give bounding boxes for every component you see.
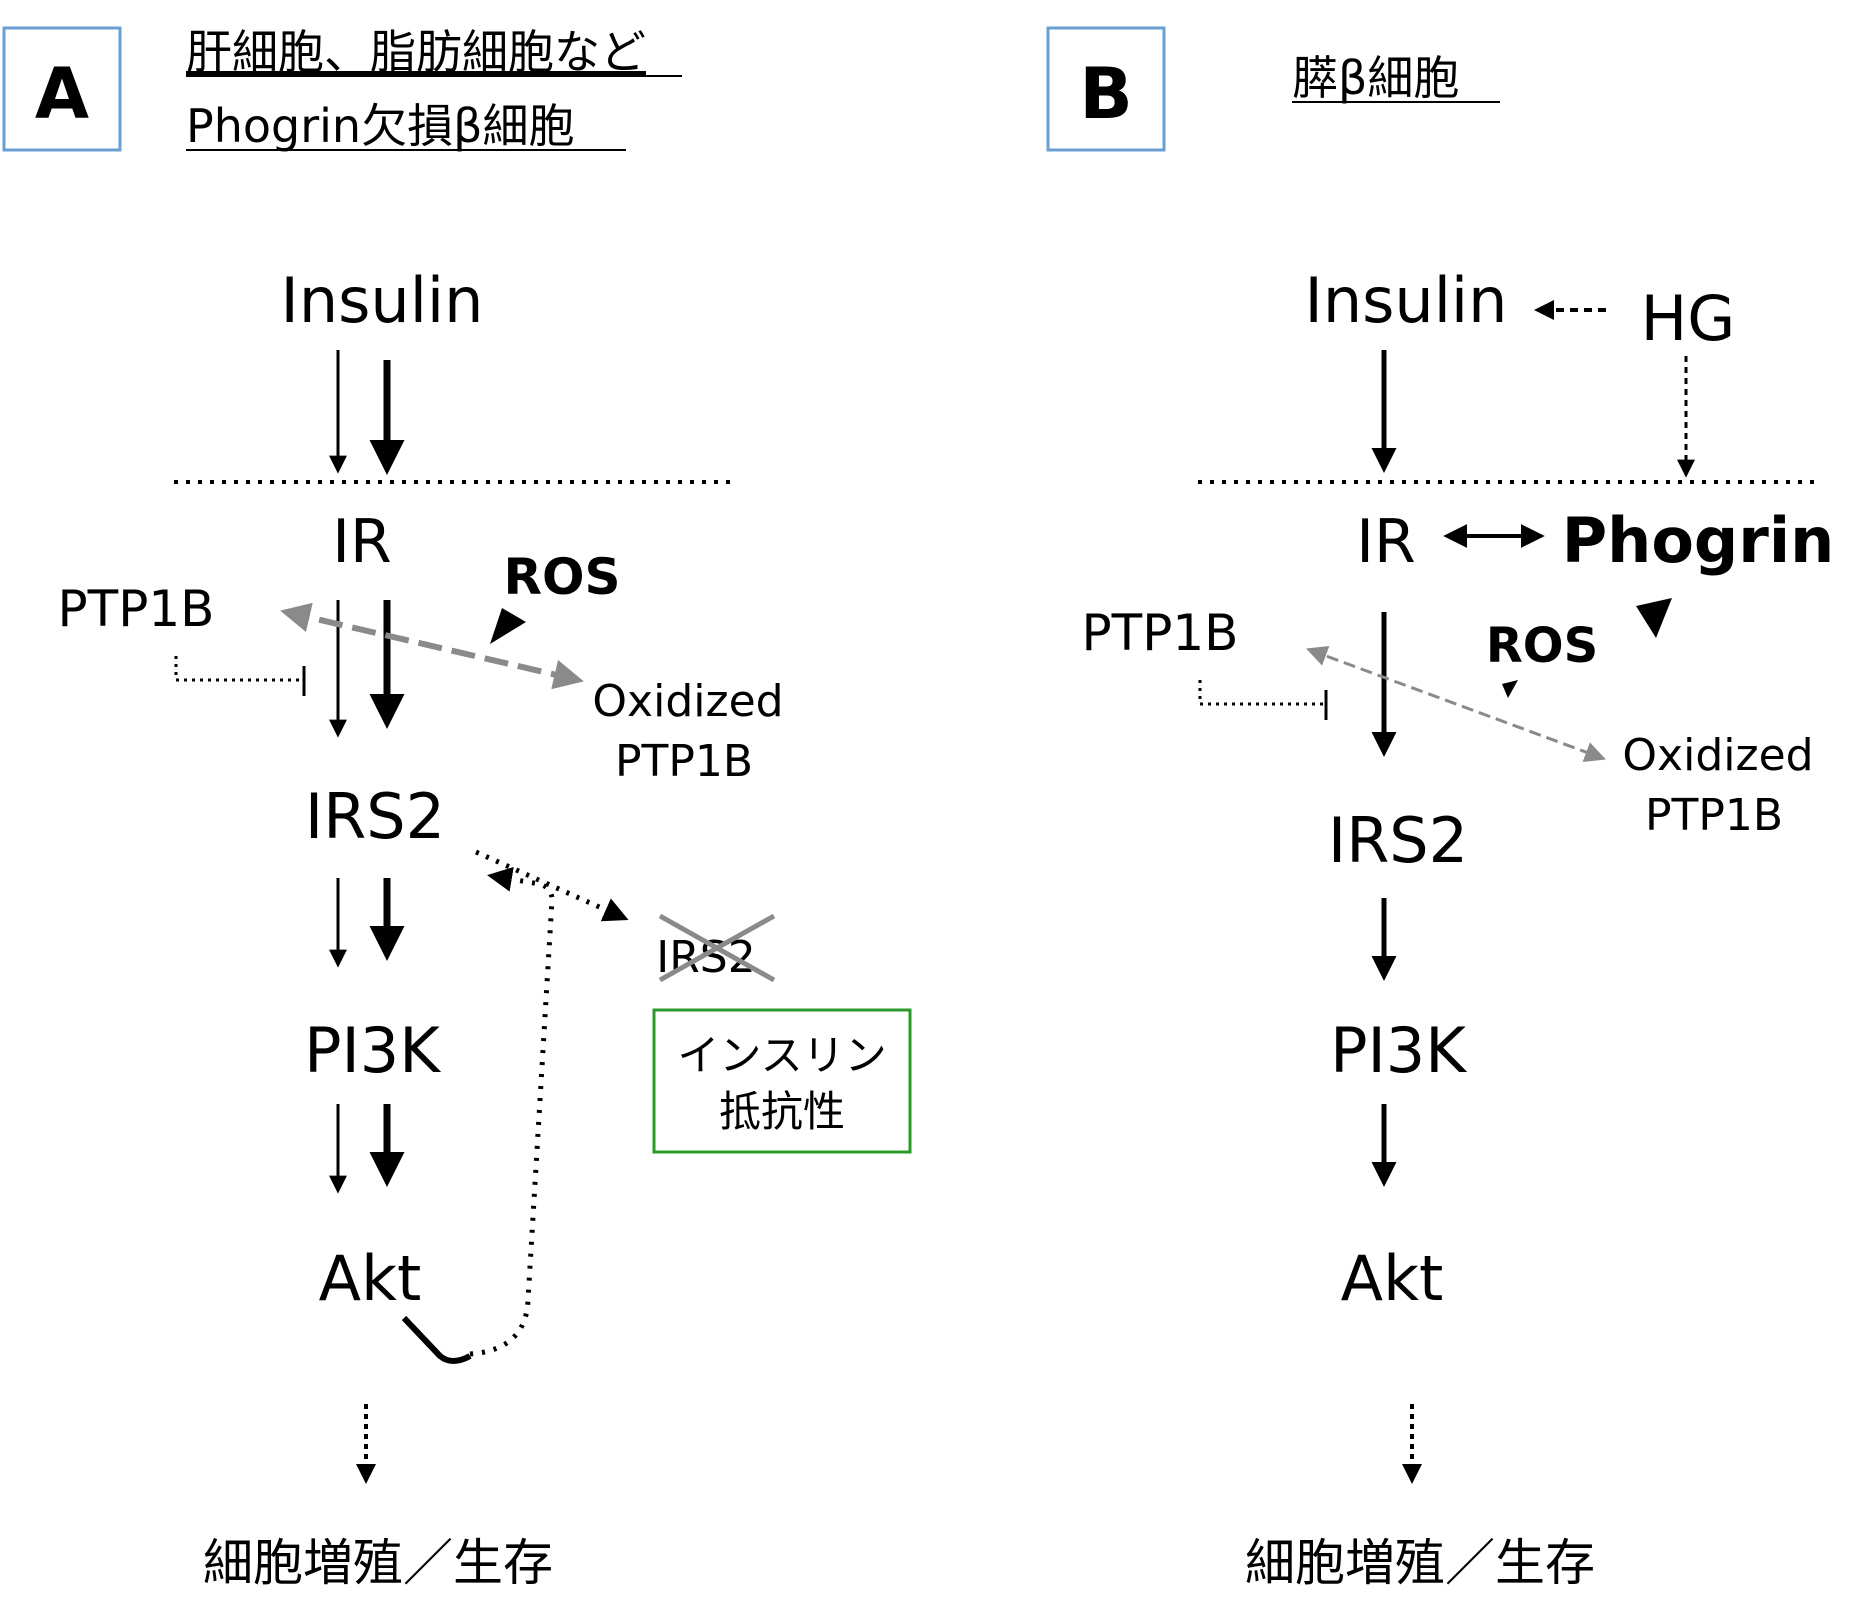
panel-b-ptp1b-oxidation-arrow <box>1306 645 1606 763</box>
panel-b-insulin: Insulin <box>1305 264 1508 337</box>
panel-a-insulin: Insulin <box>281 264 484 337</box>
panel-b-ir: IR <box>1356 507 1415 577</box>
panel-a-ptp1b-inhibition <box>174 656 302 682</box>
panel-b-oxidized-line2: PTP1B <box>1645 790 1783 841</box>
panel-b-oxidized-line1: Oxidized <box>1622 730 1813 781</box>
panel-a-pi3k: PI3K <box>304 1014 441 1087</box>
panel-a-akt-feedback-loop <box>469 866 555 1357</box>
panel-a-letter-box <box>2 26 122 152</box>
panel-b-letter-box <box>1046 26 1166 152</box>
panel-a-resistance-box <box>652 1008 912 1154</box>
panel-b-header: 膵β細胞 <box>1292 51 1459 105</box>
panel-b-akt: Akt <box>1341 1242 1444 1315</box>
panel-b-phogrin: Phogrin <box>1562 504 1835 577</box>
panel-a-outcome: 細胞増殖／生存 <box>203 1534 553 1592</box>
panel-a-letter: A <box>35 53 89 135</box>
panel-a-header-line2: Phogrin欠損β細胞 <box>186 99 574 153</box>
panel-a-ros: ROS <box>503 548 620 606</box>
panel-b-ptp1b-inhibition <box>1198 680 1324 706</box>
panel-b: B 膵β細胞 Insulin HG IR Phogrin PTP1B ROS O… <box>1046 26 1835 1592</box>
panel-a-oxidized-line1: Oxidized <box>592 676 783 727</box>
panel-a-ptp1b-oxidation-arrow <box>280 602 584 690</box>
panel-a: A 肝細胞、脂肪細胞など Phogrin欠損β細胞 Insulin IR PTP… <box>2 25 912 1592</box>
panel-b-outcome: 細胞増殖／生存 <box>1245 1534 1595 1592</box>
panel-a-oxidized-line2: PTP1B <box>615 736 753 787</box>
panel-b-ptp1b: PTP1B <box>1082 604 1239 662</box>
panel-b-ros: ROS <box>1486 618 1598 674</box>
panel-b-irs2: IRS2 <box>1328 804 1468 877</box>
panel-b-ros-triangle-icon <box>1502 680 1518 698</box>
panel-a-resistance-line2: 抵抗性 <box>719 1087 845 1136</box>
panel-b-hg: HG <box>1641 282 1736 355</box>
panel-a-ir: IR <box>332 507 391 577</box>
panel-b-pi3k: PI3K <box>1330 1014 1467 1087</box>
panel-a-header-line1: 肝細胞、脂肪細胞など <box>186 25 646 79</box>
panel-a-resistance-line1: インスリン <box>677 1031 886 1080</box>
panel-a-akt: Akt <box>319 1242 422 1315</box>
panel-a-irs2: IRS2 <box>305 780 445 853</box>
panel-b-letter: B <box>1079 53 1132 135</box>
panel-a-ros-triangle-icon <box>490 608 526 644</box>
panel-a-ptp1b: PTP1B <box>58 580 215 638</box>
panel-b-phogrin-triangle-icon <box>1636 598 1672 638</box>
panel-a-akt-feedback-solid <box>401 1315 472 1364</box>
